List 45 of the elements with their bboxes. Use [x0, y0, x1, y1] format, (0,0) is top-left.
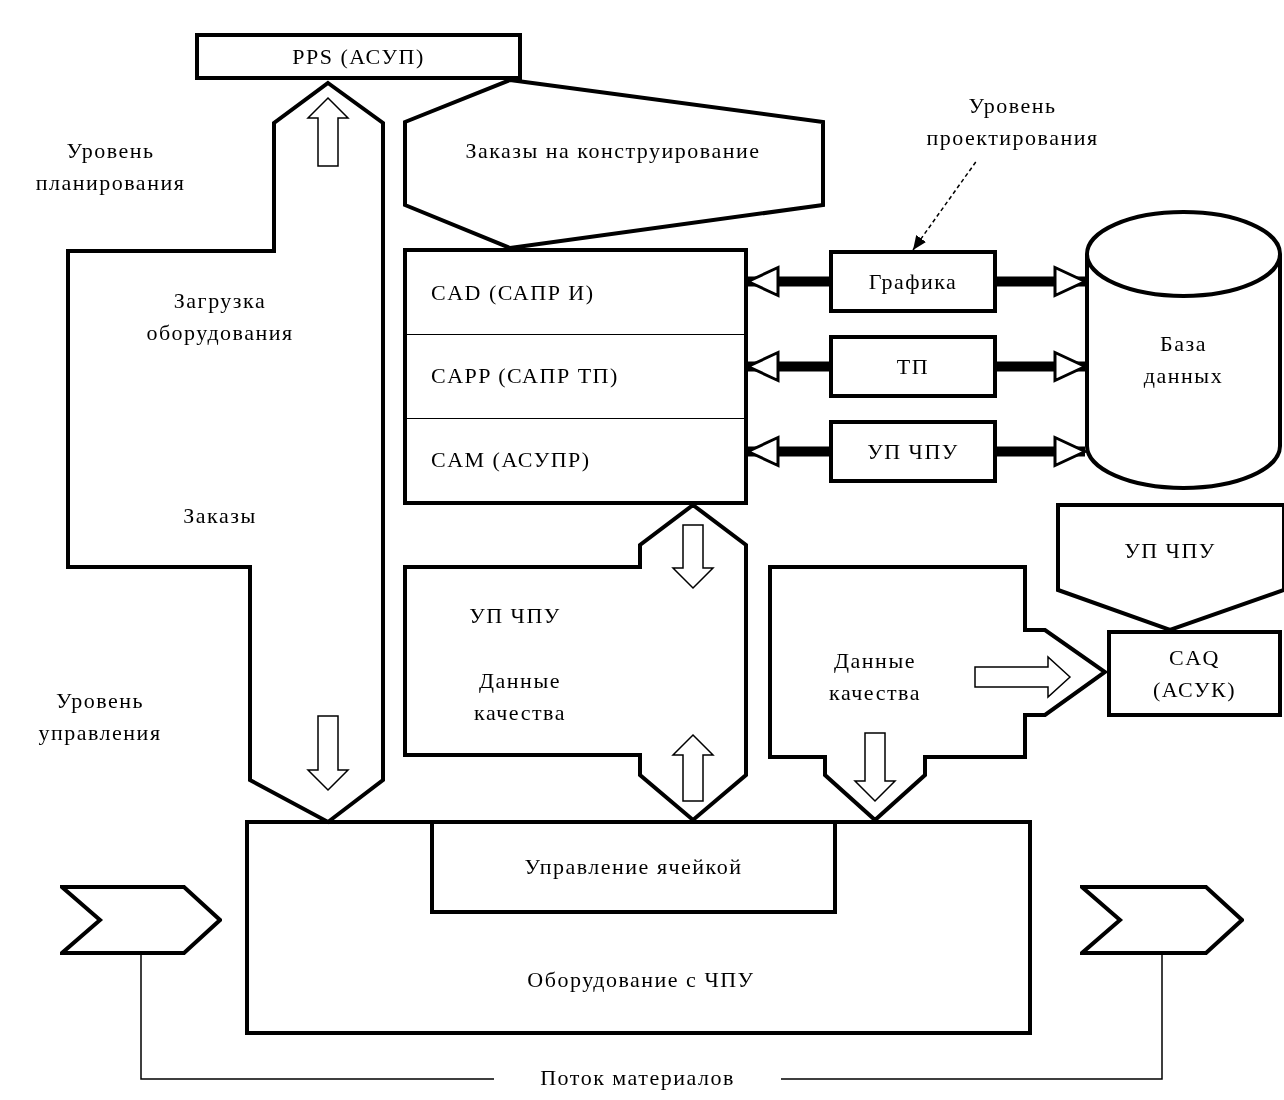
node-label: ТП — [896, 352, 930, 381]
double-arrow — [997, 266, 1087, 297]
double-arrow — [746, 266, 829, 297]
process-box — [1107, 630, 1282, 717]
caption-text: Уровень проектирования — [890, 90, 1135, 152]
data-box — [829, 335, 997, 398]
double-arrow — [746, 351, 829, 382]
channel-shape — [403, 503, 748, 823]
node-label: CAM (АСУПР) — [431, 445, 591, 474]
system-block — [403, 248, 748, 505]
connector-line — [140, 954, 495, 1080]
node-label: Управление ячейкой — [524, 853, 743, 881]
double-arrow — [746, 436, 829, 467]
node-label: УП ЧПУ — [468, 602, 562, 630]
channel-shape — [768, 565, 1108, 823]
node-label: CAQ (АСУК) — [1151, 643, 1238, 704]
equipment-box — [245, 820, 1032, 1035]
node-label: База данных — [1142, 330, 1225, 390]
data-box — [829, 420, 997, 483]
hexagon-shape — [403, 78, 825, 250]
node-label: УП ЧПУ — [867, 437, 959, 466]
node-label: Заказы — [182, 502, 258, 530]
level-label: Уровень управления — [37, 687, 163, 747]
caption-text: Поток материалов — [500, 1062, 775, 1096]
node-label: Загрузка оборудования — [145, 287, 295, 347]
node-label: CAD (САПР И) — [431, 279, 595, 308]
level-label: Уровень планирования — [34, 137, 187, 197]
leader-arrow — [912, 161, 977, 251]
pentagon-shape — [1056, 503, 1284, 633]
node-label: Оборудование с ЧПУ — [526, 966, 756, 994]
data-box — [829, 250, 997, 313]
database-cylinder — [1085, 210, 1282, 490]
connector-line — [780, 954, 1163, 1080]
chevron-shape — [1080, 885, 1244, 955]
double-arrow — [997, 351, 1087, 382]
node-label: УП ЧПУ — [1123, 537, 1217, 565]
node-label: CAPP (САПР ТП) — [431, 362, 619, 391]
chevron-shape — [60, 885, 222, 955]
process-box — [195, 33, 522, 80]
node-label: PPS (АСУП) — [292, 42, 425, 71]
node-label: Графика — [868, 267, 958, 296]
node-label: Данные качества — [473, 667, 567, 727]
node-label: Данные качества — [828, 647, 922, 707]
double-arrow — [997, 436, 1087, 467]
node-label: Заказы на конструирование — [464, 137, 762, 165]
